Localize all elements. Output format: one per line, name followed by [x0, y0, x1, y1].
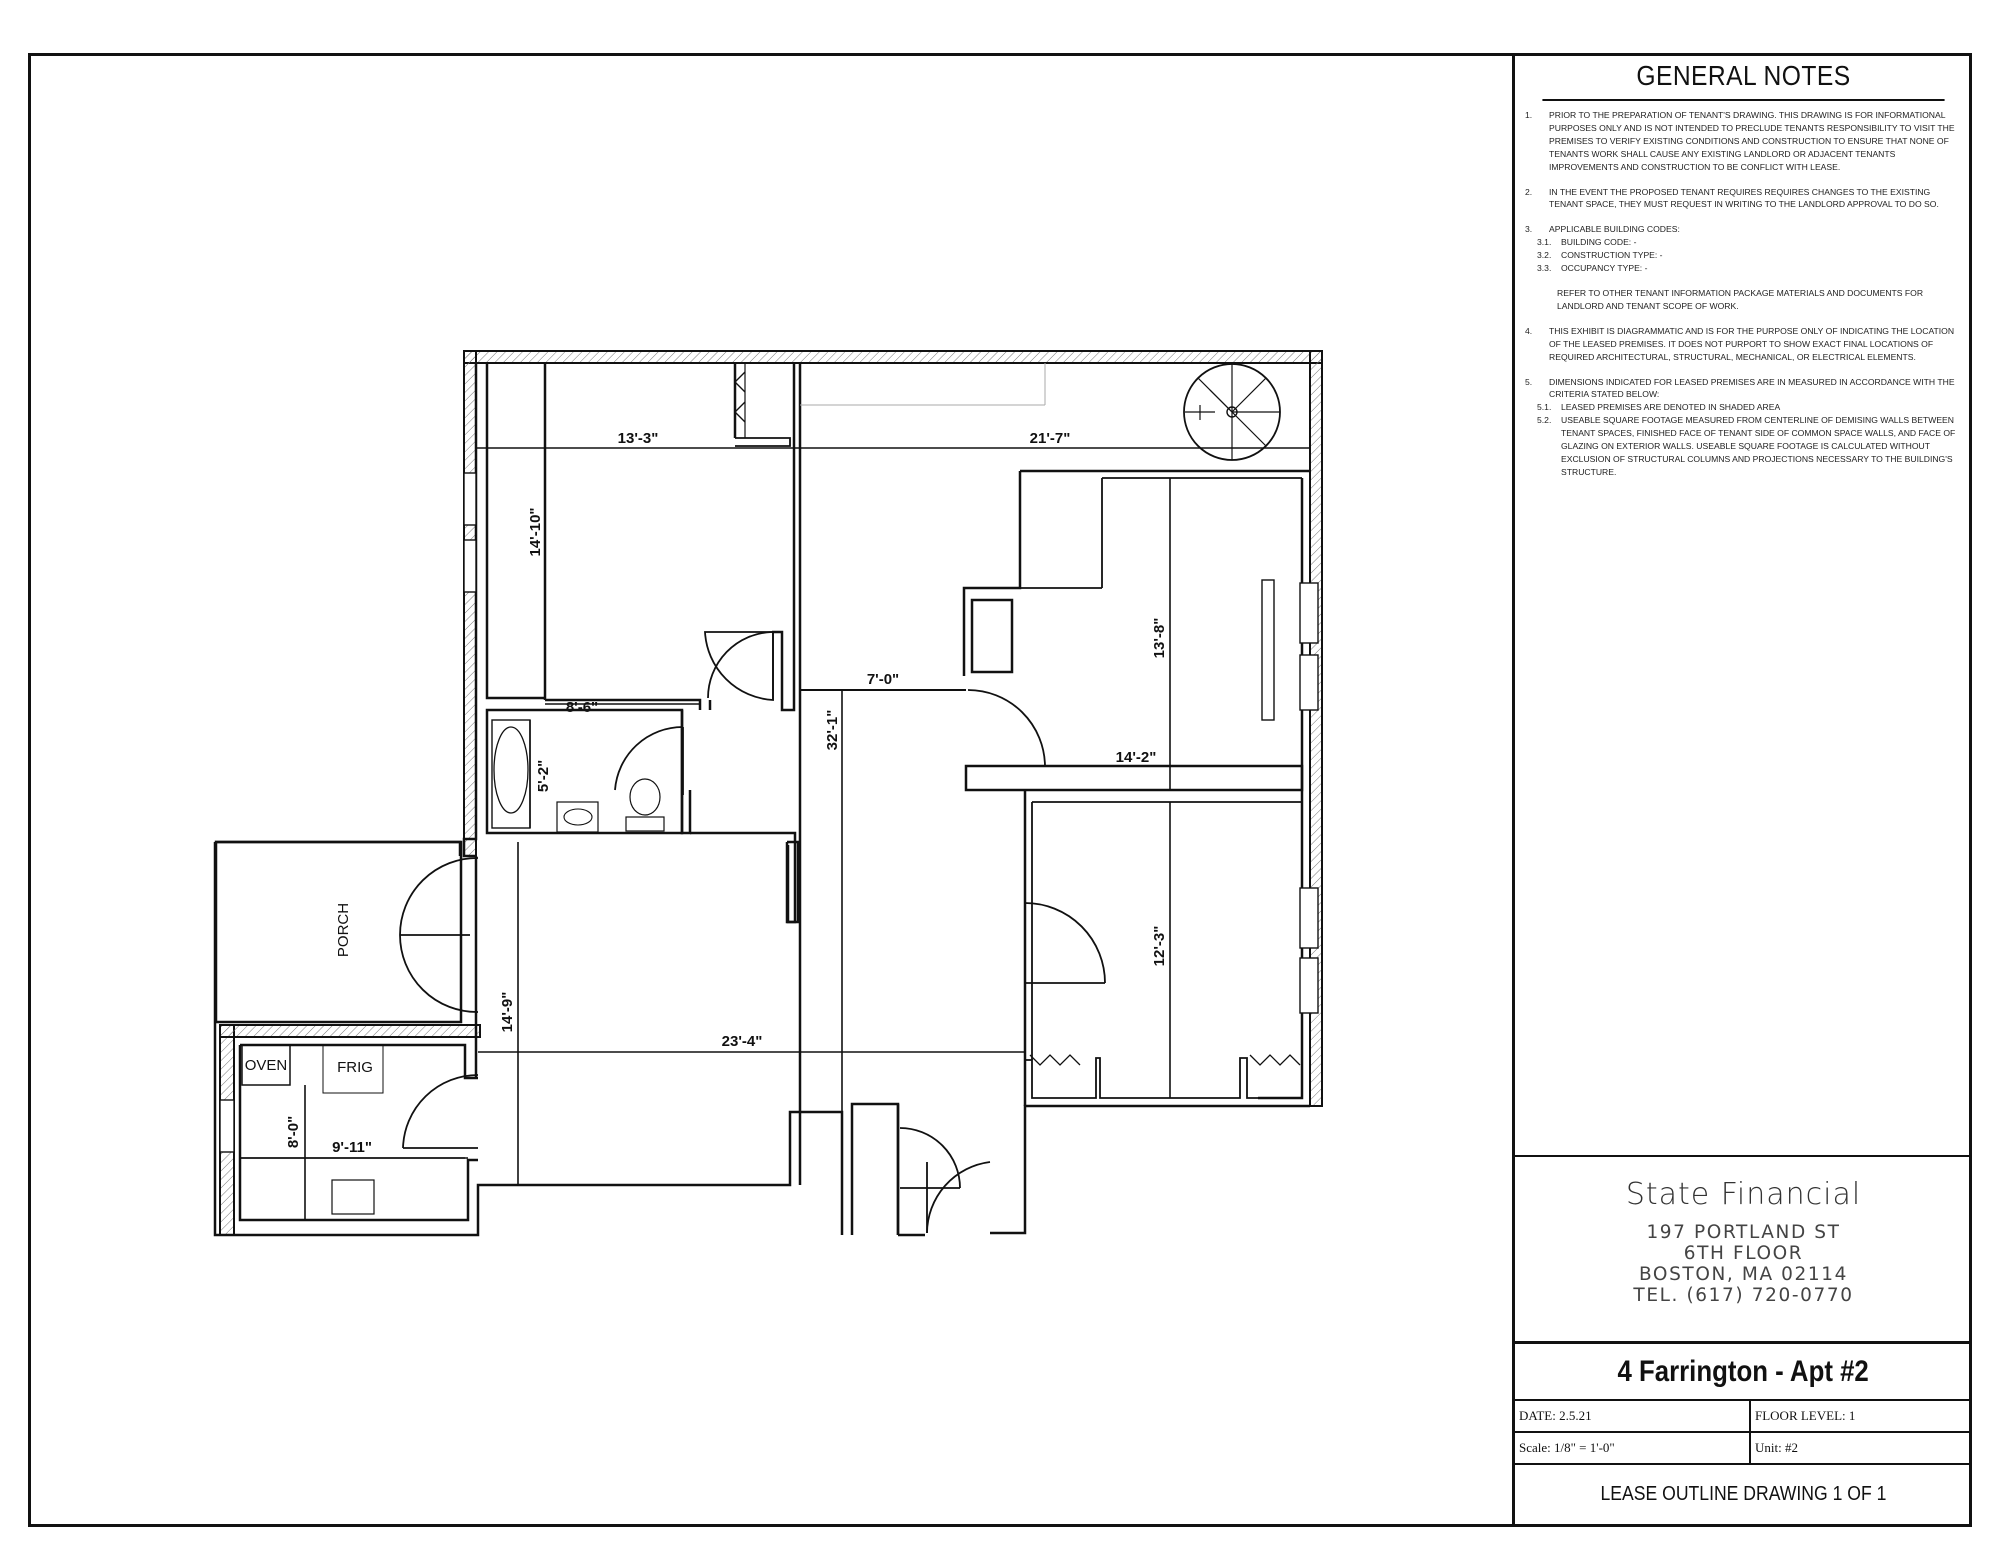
meta-scale: Scale: 1/8" = 1'-0" [1515, 1433, 1751, 1463]
label-porch: PORCH [335, 903, 352, 957]
dim-7-0: 7'-0" [867, 671, 899, 688]
meta-floor-level: FLOOR LEVEL: 1 [1755, 1408, 1856, 1423]
walls [213, 363, 1319, 1237]
note-subitem: 3.1. BUILDING CODE: - [1537, 237, 1637, 248]
door-swings [399, 363, 1301, 1234]
company-name: State Financial [1625, 1177, 1862, 1212]
general-notes-title: GENERAL NOTES [1542, 53, 1945, 101]
general-notes-list: 1. PRIOR TO THE PREPARATION OF TENANT'S … [1515, 101, 1972, 479]
dim-12-3: 12'-3" [1151, 926, 1168, 967]
dim-14-2: 14'-2" [1116, 749, 1157, 766]
dimension-lines [240, 447, 1310, 1220]
company-block: State Financial 197 PORTLAND ST 6TH FLOO… [1515, 1155, 1972, 1341]
note-item: 5. DIMENSIONS INDICATED FOR LEASED PREMI… [1525, 376, 1960, 479]
dim-8-6: 8'-6" [566, 699, 598, 716]
dim-13-3: 13'-3" [618, 430, 659, 447]
label-frig: FRIG [337, 1059, 373, 1076]
note-subitem: 5.2. USEABLE SQUARE FOOTAGE MEASURED FRO… [1537, 415, 1956, 477]
project-title: 4 Farrington - Apt #2 [1515, 1341, 1972, 1401]
title-block: GENERAL NOTES 1. PRIOR TO THE PREPARATIO… [1512, 53, 1972, 1527]
note-item: 2. IN THE EVENT THE PROPOSED TENANT REQU… [1525, 186, 1939, 210]
company-address: 197 PORTLAND ST 6TH FLOOR BOSTON, MA 021… [1633, 1222, 1854, 1306]
dim-5-2: 5'-2" [535, 760, 552, 792]
exterior-walls [219, 350, 1323, 1236]
dim-8-0: 8'-0" [285, 1116, 302, 1148]
note-item: 1. PRIOR TO THE PREPARATION OF TENANT'S … [1525, 110, 1955, 172]
note-item: 4. THIS EXHIBIT IS DIAGRAMMATIC AND IS F… [1525, 325, 1955, 362]
dim-9-11: 9'-11" [332, 1139, 372, 1156]
dim-23-4: 23'-4" [722, 1033, 763, 1050]
dim-14-10: 14'-10" [527, 507, 544, 556]
note-subitem: 3.3. OCCUPANCY TYPE: - [1537, 263, 1648, 274]
meta-date: DATE: 2.5.21 [1515, 1401, 1751, 1431]
dim-14-9: 14'-9" [499, 992, 516, 1033]
note-item: 3. APPLICABLE BUILDING CODES: 3.1. BUILD… [1525, 223, 1960, 312]
meta-unit: Unit: #2 [1755, 1440, 1798, 1455]
note-subitem: 3.2. CONSTRUCTION TYPE: - [1537, 250, 1663, 261]
dim-32-1: 32'-1" [824, 710, 841, 751]
sheet-footer: LEASE OUTLINE DRAWING 1 OF 1 [1600, 1483, 1887, 1505]
dim-21-7: 21'-7" [1030, 430, 1071, 447]
note-subitem: 5.1. LEASED PREMISES ARE DENOTED IN SHAD… [1537, 402, 1781, 413]
drawing-sheet-border [28, 53, 1972, 1527]
dim-13-8: 13'-8" [1151, 618, 1168, 659]
drawing-meta: DATE: 2.5.21 FLOOR LEVEL: 1 Scale: 1/8" … [1515, 1401, 1972, 1465]
label-oven: OVEN [245, 1057, 288, 1074]
